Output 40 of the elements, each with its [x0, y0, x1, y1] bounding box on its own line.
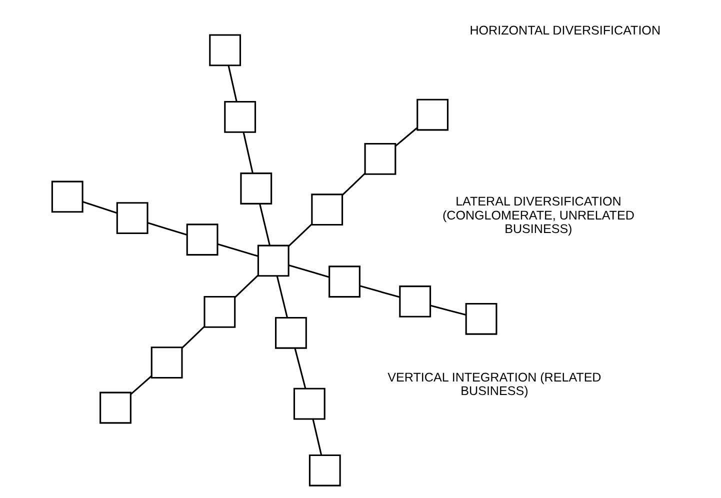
connector — [216, 243, 258, 257]
label: VERTICAL INTEGRATION (RELATED BUSINESS) — [387, 370, 601, 398]
connector — [258, 204, 270, 246]
connector — [276, 276, 288, 318]
connector — [394, 127, 418, 147]
node-box — [240, 172, 272, 204]
node-box — [208, 34, 241, 66]
node-box — [186, 224, 218, 256]
connector — [147, 222, 187, 236]
connector — [82, 200, 117, 214]
node-box — [292, 388, 325, 420]
label: LATERAL DIVERSIFICATION (CONGLOMERATE, UNRELATED BUSINESS) — [442, 194, 634, 236]
connector — [181, 326, 204, 348]
node-box — [203, 296, 236, 328]
label: HORIZONTAL DIVERSIFICATION — [469, 24, 660, 38]
connector — [234, 274, 258, 298]
connector — [430, 304, 466, 316]
connector — [242, 132, 253, 174]
node-box — [328, 266, 360, 298]
node-box — [308, 454, 340, 486]
node-box — [116, 202, 148, 234]
connector — [294, 348, 306, 389]
node-box — [398, 286, 431, 318]
node-box — [224, 100, 256, 133]
connector — [227, 66, 237, 102]
node-box — [464, 302, 497, 335]
connector — [359, 285, 400, 298]
connector — [288, 224, 312, 247]
node-box — [150, 346, 182, 379]
connector — [130, 376, 152, 395]
node-box — [256, 244, 289, 277]
node-box — [416, 98, 448, 131]
node-box — [50, 180, 83, 213]
node-box — [310, 194, 343, 226]
node-box — [274, 316, 306, 349]
connector — [288, 264, 329, 278]
connector — [312, 419, 322, 456]
node-box — [364, 143, 396, 175]
connector — [341, 173, 365, 196]
node-box — [99, 392, 131, 424]
